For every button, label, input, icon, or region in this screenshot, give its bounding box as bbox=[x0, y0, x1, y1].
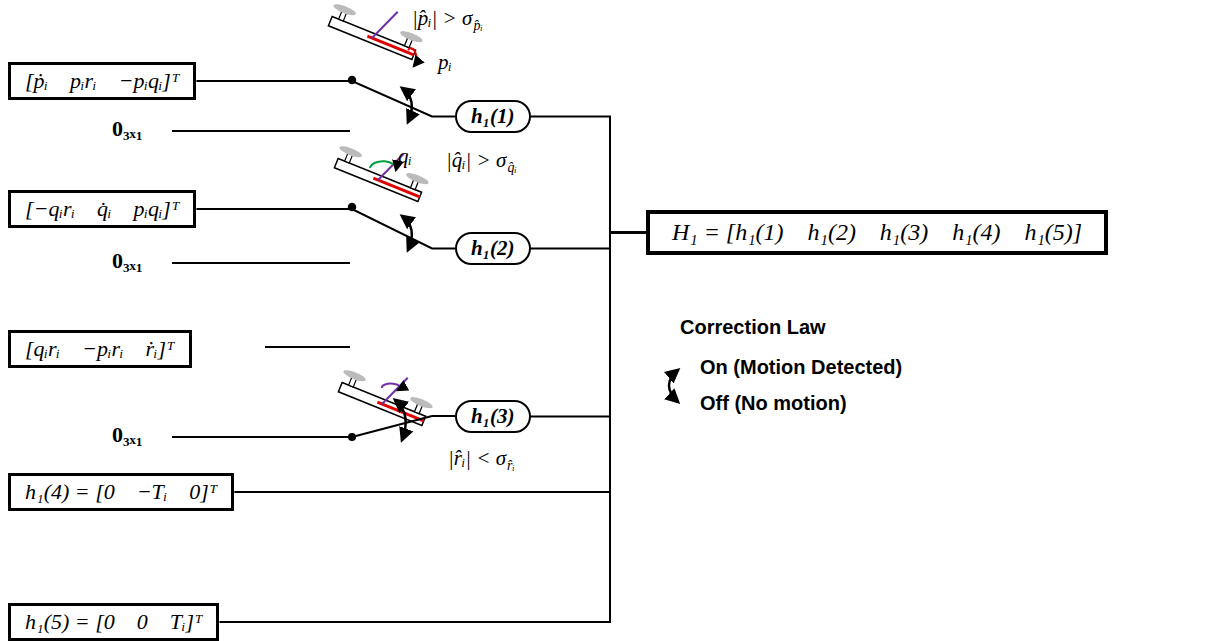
node-text: h₁(3) bbox=[471, 404, 515, 429]
threshold-subscript: p̂ᵢ bbox=[473, 18, 482, 34]
rate-label: qᵢ bbox=[398, 144, 412, 169]
zero-vector: 0₃ₓ₁ bbox=[112, 248, 143, 274]
threshold-subscript: r̂ᵢ bbox=[507, 458, 515, 474]
rate-label: pᵢ bbox=[438, 50, 452, 75]
node-text: [ṗᵢ pᵢrᵢ −pᵢqᵢ]ᵀ bbox=[25, 68, 179, 94]
node-text: h₁(2) bbox=[471, 236, 515, 261]
column-pill: h₁(2) bbox=[455, 232, 531, 265]
column-pill: h₁(3) bbox=[455, 400, 531, 433]
node-text: h₁(1) bbox=[471, 104, 515, 129]
connector-wire bbox=[531, 233, 647, 249]
node-text: h₁(4) = [0 −Tᵢ 0]ᵀ bbox=[25, 479, 217, 505]
vector-box: [qᵢrᵢ −pᵢrᵢ ṙᵢ]ᵀ bbox=[8, 330, 192, 368]
heading-label: Correction Law bbox=[680, 316, 826, 339]
node-text: [qᵢrᵢ −pᵢrᵢ ṙᵢ]ᵀ bbox=[25, 336, 175, 362]
threshold-subscript: q̂ᵢ bbox=[507, 160, 516, 176]
connector-wire bbox=[196, 209, 455, 249]
drone-icon-r bbox=[336, 354, 440, 426]
connector-wire bbox=[196, 81, 455, 117]
state-label: On (Motion Detected) bbox=[700, 356, 902, 379]
vector-box: h₁(5) = [0 0 Tᵢ]ᵀ bbox=[8, 603, 219, 641]
connector-wire bbox=[531, 233, 647, 417]
threshold-label: |p̂ᵢ| > σ bbox=[412, 6, 472, 31]
node-text: H₁ = [h₁(1) h₁(2) h₁(3) h₁(4) h₁(5)] bbox=[672, 219, 1082, 246]
connector-wire bbox=[531, 117, 647, 233]
state-label: Off (No motion) bbox=[700, 392, 847, 415]
vector-box: [−qᵢrᵢ q̇ᵢ pᵢqᵢ]ᵀ bbox=[8, 190, 196, 228]
drone-icon-q bbox=[332, 130, 436, 202]
connector-wire bbox=[219, 233, 646, 623]
node-text: [−qᵢrᵢ q̇ᵢ pᵢqᵢ]ᵀ bbox=[25, 196, 179, 222]
vector-box: h₁(4) = [0 −Tᵢ 0]ᵀ bbox=[8, 473, 234, 511]
zero-vector: 0₃ₓ₁ bbox=[112, 422, 143, 448]
threshold-label: |q̂ᵢ| > σ bbox=[446, 148, 506, 173]
node-text: h₁(5) = [0 0 Tᵢ]ᵀ bbox=[25, 609, 202, 635]
threshold-label: |r̂ᵢ| < σ bbox=[448, 446, 506, 471]
switch-arrows bbox=[349, 77, 678, 440]
column-pill: h₁(1) bbox=[455, 100, 531, 133]
matrix-box: H₁ = [h₁(1) h₁(2) h₁(3) h₁(4) h₁(5)] bbox=[646, 210, 1108, 255]
connector-wire bbox=[234, 233, 646, 493]
zero-vector: 0₃ₓ₁ bbox=[112, 116, 143, 142]
vector-box: [ṗᵢ pᵢrᵢ −pᵢqᵢ]ᵀ bbox=[8, 62, 196, 100]
zero-wires bbox=[172, 131, 455, 440]
